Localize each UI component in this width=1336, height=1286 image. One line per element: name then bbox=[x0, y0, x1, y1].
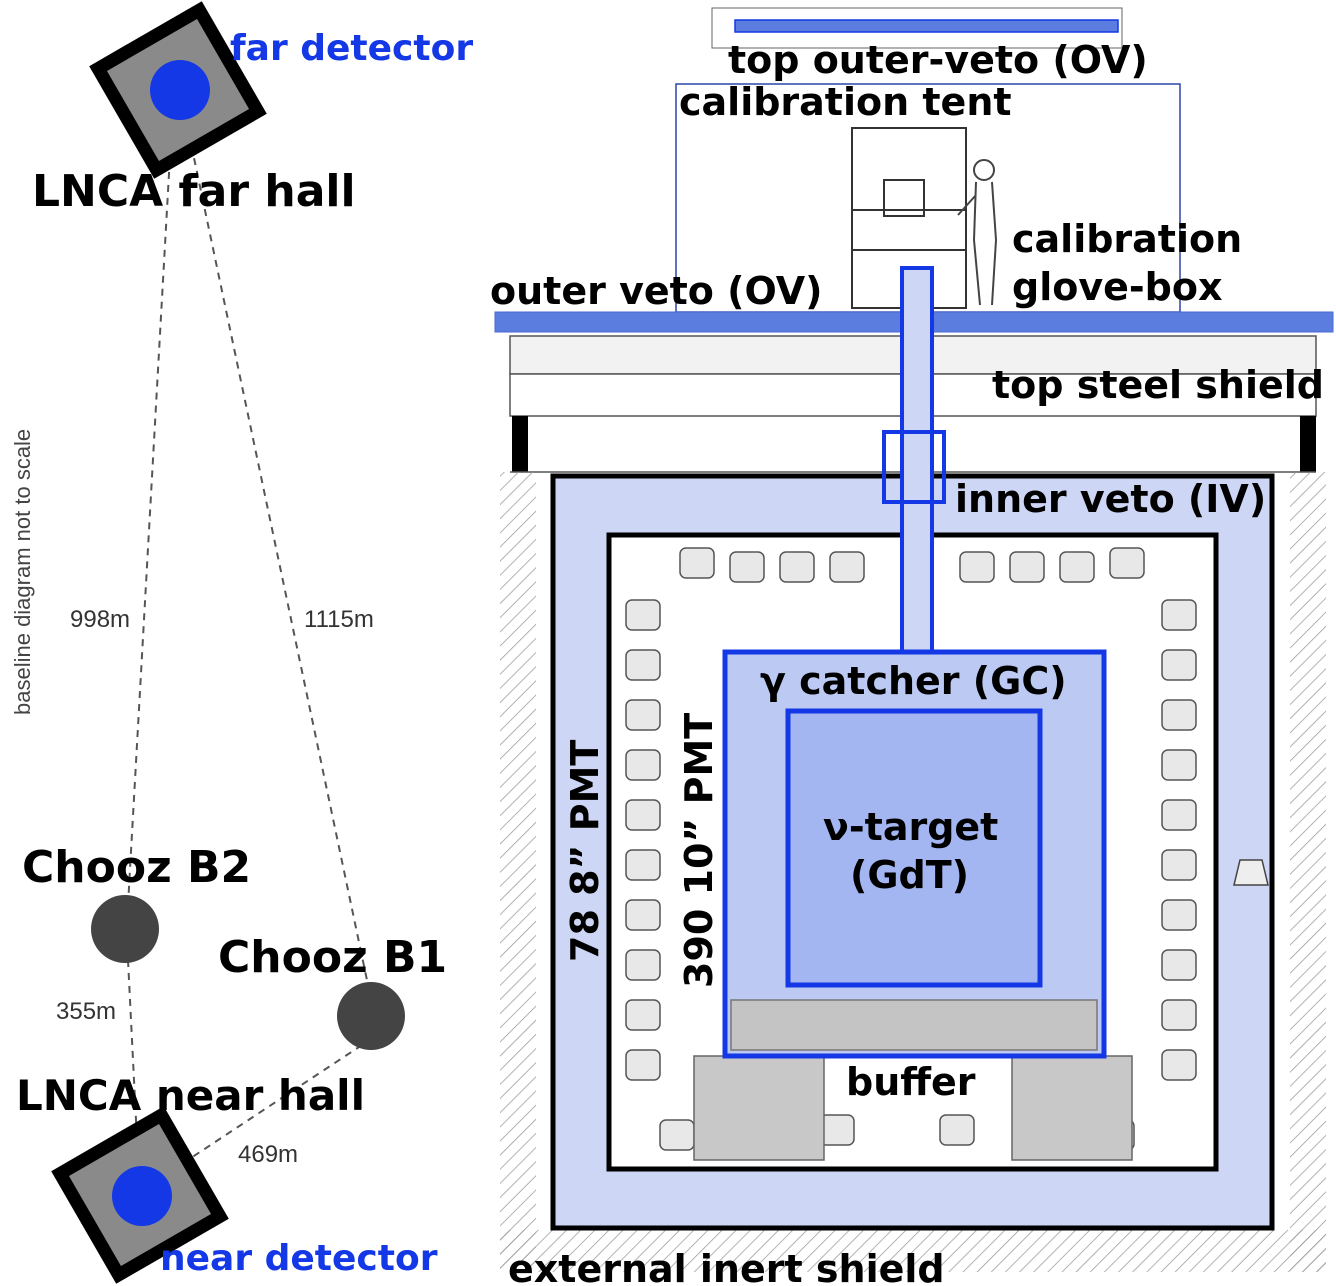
distance-b2-far: 998m bbox=[70, 606, 130, 633]
near-detector-label: near detector bbox=[160, 1238, 438, 1279]
distance-b1-near: 469m bbox=[238, 1141, 298, 1168]
target-label-2: (GdT) bbox=[850, 853, 969, 897]
buffer-label: buffer bbox=[846, 1060, 976, 1104]
baseline-diagram: far detector LNCA far hall Chooz B2 Choo… bbox=[10, 1, 473, 1284]
top-ov-label: top outer-veto (OV) bbox=[728, 38, 1148, 82]
steel-shield-left-post bbox=[512, 416, 528, 472]
reactor-b2-label: Chooz B2 bbox=[22, 842, 251, 893]
support-right bbox=[1011, 1055, 1133, 1161]
line-b2-far bbox=[127, 119, 173, 906]
far-detector-label: far detector bbox=[230, 28, 473, 69]
distance-b1-far: 1115m bbox=[304, 606, 374, 633]
chimney bbox=[900, 266, 934, 656]
far-detector-icon bbox=[150, 60, 210, 120]
glove-box-label-2: glove-box bbox=[1012, 265, 1222, 309]
inert-shield-label: external inert shield bbox=[508, 1247, 945, 1286]
top-ov-panel bbox=[734, 19, 1119, 33]
lamp-icon bbox=[1233, 859, 1269, 886]
scale-note: baseline diagram not to scale bbox=[10, 429, 35, 715]
far-hall-label: LNCA far hall bbox=[32, 166, 356, 217]
inert-shield-bottom bbox=[500, 1230, 1326, 1272]
gc-bottom-support bbox=[730, 999, 1098, 1051]
inner-veto-label: inner veto (IV) bbox=[955, 477, 1266, 521]
inert-shield-right bbox=[1290, 472, 1326, 1272]
support-left bbox=[693, 1055, 825, 1161]
neutrino-target bbox=[785, 708, 1043, 988]
inert-shield-left bbox=[500, 472, 536, 1272]
pmt-10-label: 390 10” PMT bbox=[677, 713, 721, 988]
reactor-b2-icon bbox=[91, 895, 159, 963]
person-icon bbox=[957, 159, 998, 306]
calib-tent-label: calibration tent bbox=[679, 80, 1012, 124]
reactor-b1-icon bbox=[337, 982, 405, 1050]
distance-b2-near: 355m bbox=[56, 998, 116, 1025]
detector-diagram: top outer-veto (OV) calibration tent cal… bbox=[490, 7, 1334, 1286]
pmt-8-label: 78 8” PMT bbox=[563, 740, 607, 962]
steel-shield-right-post bbox=[1300, 416, 1316, 472]
top-ov-frame bbox=[711, 7, 1123, 49]
baseline-lines bbox=[127, 119, 369, 1186]
gamma-catcher-label: γ catcher (GC) bbox=[760, 659, 1067, 703]
steel-shield-label: top steel shield bbox=[992, 363, 1324, 407]
near-detector-icon bbox=[112, 1166, 172, 1226]
outer-veto-label: outer veto (OV) bbox=[490, 269, 823, 313]
glove-box-label-1: calibration bbox=[1012, 217, 1242, 261]
target-label-1: ν-target bbox=[823, 805, 998, 849]
reactor-b1-label: Chooz B1 bbox=[218, 932, 447, 983]
chimney-flange bbox=[882, 430, 946, 504]
near-hall-label: LNCA near hall bbox=[16, 1071, 365, 1120]
line-b1-far bbox=[185, 119, 369, 986]
